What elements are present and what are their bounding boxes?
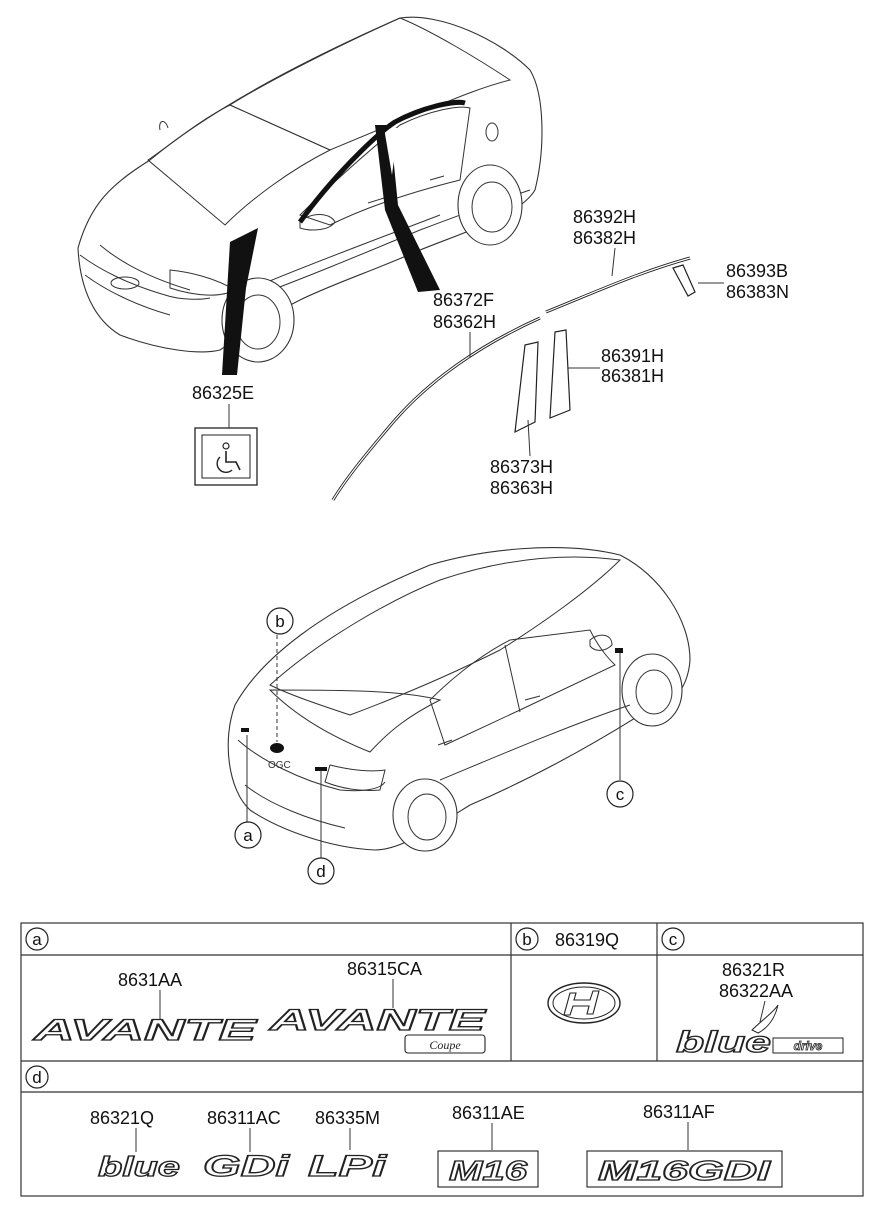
handicap-sign-icon <box>194 427 258 486</box>
table-key-b: b <box>515 927 539 951</box>
lpi-emblem: LPi <box>308 1150 387 1183</box>
avante-emblem: AVANTE <box>32 1014 258 1047</box>
part-86325E: 86325E <box>192 383 254 403</box>
part-86393B: 86393B <box>726 261 788 281</box>
m16-emblem: M16 <box>449 1155 528 1186</box>
drive-badge: drive <box>794 1039 823 1053</box>
table-key-a: a <box>25 927 49 951</box>
svg-text:d: d <box>316 862 325 881</box>
table-key-c: c <box>661 927 685 951</box>
gdi-emblem: GDi <box>203 1150 290 1183</box>
part-86311AC: 86311AC <box>207 1108 281 1128</box>
blue-emblem: blue <box>98 1151 180 1182</box>
pillar-trim-pieces <box>514 329 571 434</box>
window-pillar-trim-rear <box>672 264 696 297</box>
part-86315CA: 86315CA <box>347 959 422 979</box>
part-86373H: 86373H <box>490 457 553 477</box>
m16-gdi-emblem: M16GDI <box>598 1155 772 1186</box>
parts-table <box>20 922 864 1197</box>
part-86321Q: 86321Q <box>90 1108 154 1128</box>
callout-d: d <box>307 857 335 885</box>
part-86322AA: 86322AA <box>719 981 793 1001</box>
callout-a: a <box>234 821 262 849</box>
part-86391H: 86391H <box>601 346 664 366</box>
part-86321R: 86321R <box>722 960 785 980</box>
part-86362H: 86362H <box>433 312 496 332</box>
part-86311AF: 86311AF <box>643 1102 715 1122</box>
rear-car-drawing: OGC <box>227 547 691 852</box>
avante-coupe-emblem: AVANTE <box>268 1004 487 1037</box>
part-86372F: 86372F <box>433 290 494 310</box>
part-86363H: 86363H <box>490 478 553 498</box>
hyundai-logo-icon <box>547 982 621 1024</box>
table-key-d: d <box>25 1065 49 1089</box>
part-86383N: 86383N <box>726 282 789 302</box>
part-8631AA: 8631AA <box>118 970 182 990</box>
callout-c: c <box>606 780 634 808</box>
svg-text:a: a <box>32 930 42 949</box>
svg-text:b: b <box>522 930 531 949</box>
svg-text:c: c <box>669 930 678 949</box>
part-86319Q: 86319Q <box>555 930 619 950</box>
coupe-script-badge: Coupe <box>429 1038 461 1052</box>
part-86335M: 86335M <box>315 1108 380 1128</box>
callout-b: b <box>266 607 294 635</box>
svg-text:c: c <box>616 785 625 804</box>
part-86381H: 86381H <box>601 366 664 386</box>
svg-text:OGC: OGC <box>268 760 291 771</box>
front-car-drawing <box>77 16 543 375</box>
part-86392H: 86392H <box>573 207 636 227</box>
svg-text:b: b <box>275 612 284 631</box>
part-86382H: 86382H <box>573 228 636 248</box>
roof-molding-strip <box>331 256 691 501</box>
svg-text:d: d <box>32 1068 41 1087</box>
part-86311AE: 86311AE <box>452 1103 525 1123</box>
svg-text:a: a <box>243 826 253 845</box>
